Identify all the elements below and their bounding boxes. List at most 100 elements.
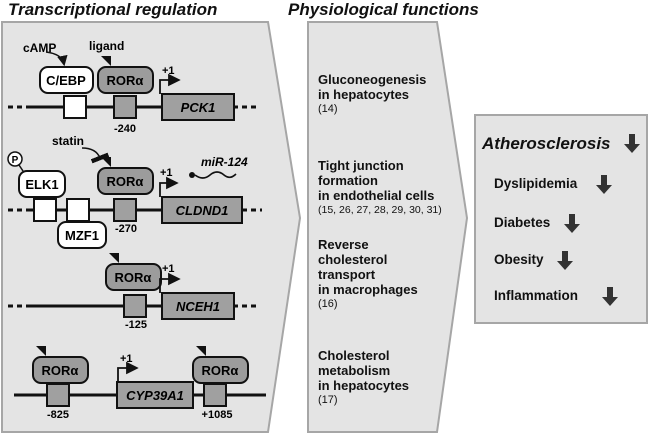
ror-binding-site — [123, 294, 147, 318]
function-line: Gluconeogenesis — [318, 72, 427, 87]
pck1-tss-label: +1 — [162, 65, 175, 77]
ligand-wedge-icon — [101, 56, 111, 66]
function-line: Cholesterol — [318, 348, 390, 363]
outcome-title: Atherosclerosis — [482, 134, 611, 153]
cyp39a1-row: CYP39A1 -825 +1085 RORα RORα +1 — [14, 346, 266, 421]
transcriptional-panel — [1, 21, 302, 433]
cyp39a1-gene-label: CYP39A1 — [126, 388, 184, 403]
cebp-binding-site — [63, 95, 87, 119]
cyp39a1-tss-label: +1 — [120, 353, 133, 365]
ror-factor-label: RORα — [107, 174, 144, 189]
down-arrow-icon — [624, 134, 640, 153]
ligand-label: ligand — [89, 39, 124, 53]
ror-binding-site — [113, 95, 137, 119]
function-line: Tight junction — [318, 158, 404, 173]
cyp39a1-gene-box — [116, 381, 194, 409]
mirna-label: miR-124 — [201, 155, 248, 169]
statin-label: statin — [52, 134, 84, 148]
ligand-wedge-icon — [109, 253, 119, 263]
function-tight-junction: Tight junction formation in endothelial … — [318, 158, 442, 218]
ror-factor-label: RORα — [107, 73, 144, 88]
pck1-position-label: -240 — [114, 123, 136, 135]
down-arrow-icon — [602, 287, 618, 306]
ror-factor — [192, 356, 249, 384]
phospho-label: P — [12, 155, 19, 166]
outcome-item: Inflammation — [494, 288, 579, 303]
mzf1-factor-label: MZF1 — [65, 228, 99, 243]
elk1-binding-site — [33, 198, 57, 222]
pck1-gene-box — [161, 93, 235, 121]
camp-arrow — [45, 51, 68, 67]
phospho-icon — [7, 151, 23, 167]
down-arrow-icon — [564, 214, 580, 233]
ror-factor — [97, 167, 154, 195]
function-line: metabolism — [318, 363, 391, 378]
cebp-factor-label: C/EBP — [46, 73, 86, 88]
nceh1-tss-arrow — [159, 272, 181, 293]
function-line: Reverse — [318, 237, 369, 252]
cebp-factor — [39, 66, 94, 94]
cldnd1-position-label: -270 — [115, 223, 137, 235]
nceh1-position-label: -125 — [125, 319, 147, 331]
cldnd1-tss-label: +1 — [160, 167, 173, 179]
ligand-wedge-icon — [36, 346, 46, 356]
down-arrow-icon — [596, 175, 612, 194]
function-refs: (14) — [318, 103, 338, 115]
ror-factor — [32, 356, 89, 384]
cyp39a1-tss-arrow — [117, 361, 139, 382]
down-arrow-icon — [557, 251, 573, 270]
outcome-item: Dyslipidemia — [494, 176, 578, 191]
function-reverse-cholesterol-transport: Reverse cholesterol transport in macroph… — [318, 237, 418, 312]
mzf1-factor — [57, 221, 107, 249]
pck1-tss-arrow — [159, 73, 181, 94]
phospho-link — [18, 164, 24, 172]
function-line: transport — [318, 267, 376, 282]
ror-factor-label: RORα — [42, 363, 79, 378]
ror-binding-site — [113, 198, 137, 222]
header-transcriptional-regulation: Transcriptional regulation — [8, 0, 218, 19]
ror-factor — [105, 263, 162, 291]
function-line: in hepatocytes — [318, 87, 410, 102]
function-line: in macrophages — [318, 282, 418, 297]
nceh1-row: NCEH1 -125 RORα +1 — [8, 253, 258, 331]
nceh1-tss-label: +1 — [162, 263, 175, 275]
mirna-strand — [194, 171, 237, 179]
cldnd1-gene-box — [161, 196, 243, 224]
pck1-gene-label: PCK1 — [181, 100, 216, 115]
function-refs: (15, 26, 27, 28, 29, 30, 31) — [318, 204, 442, 216]
outcome-arrows — [557, 134, 640, 306]
nceh1-gene-label: NCEH1 — [176, 299, 220, 314]
physiological-panel — [307, 21, 469, 433]
cldnd1-gene-label: CLDND1 — [176, 203, 229, 218]
elk1-factor — [18, 170, 66, 198]
nceh1-gene-box — [161, 292, 235, 320]
ror-factor-label: RORα — [115, 270, 152, 285]
elk1-factor-label: ELK1 — [25, 177, 58, 192]
outcome-item: Diabetes — [494, 215, 551, 230]
cyp39a1-position-label-right: +1085 — [202, 409, 233, 421]
outcomes-panel — [474, 114, 648, 324]
cyp39a1-position-label-left: -825 — [47, 409, 69, 421]
outcome-item: Obesity — [494, 252, 544, 267]
statin-inhibition — [81, 147, 110, 164]
pck1-row: PCK1 -240 C/EBP RORα cAMP ligand +1 — [8, 39, 256, 135]
camp-label: cAMP — [23, 41, 56, 55]
function-line: in endothelial cells — [318, 188, 435, 203]
ror-binding-site — [203, 383, 227, 407]
function-cholesterol-metabolism: Cholesterol metabolism in hepatocytes (1… — [318, 348, 409, 408]
cldnd1-row: CLDND1 -270 ELK1 MZF1 RORα P statin +1 m… — [7, 134, 262, 249]
cldnd1-tss-arrow — [159, 176, 179, 197]
header-physiological-functions: Physiological functions — [288, 0, 479, 19]
function-line: cholesterol — [318, 252, 388, 267]
function-line: in hepatocytes — [318, 378, 410, 393]
ror-binding-site — [46, 383, 70, 407]
ror-factor-label: RORα — [202, 363, 239, 378]
function-line: formation — [318, 173, 378, 188]
function-gluconeogenesis: Gluconeogenesis in hepatocytes (14) — [318, 72, 426, 117]
ligand-wedge-icon — [196, 346, 206, 356]
function-refs: (17) — [318, 394, 338, 406]
ror-factor — [97, 66, 154, 94]
mzf1-binding-site — [66, 198, 90, 222]
mirna-icon — [189, 172, 195, 178]
function-refs: (16) — [318, 298, 338, 310]
